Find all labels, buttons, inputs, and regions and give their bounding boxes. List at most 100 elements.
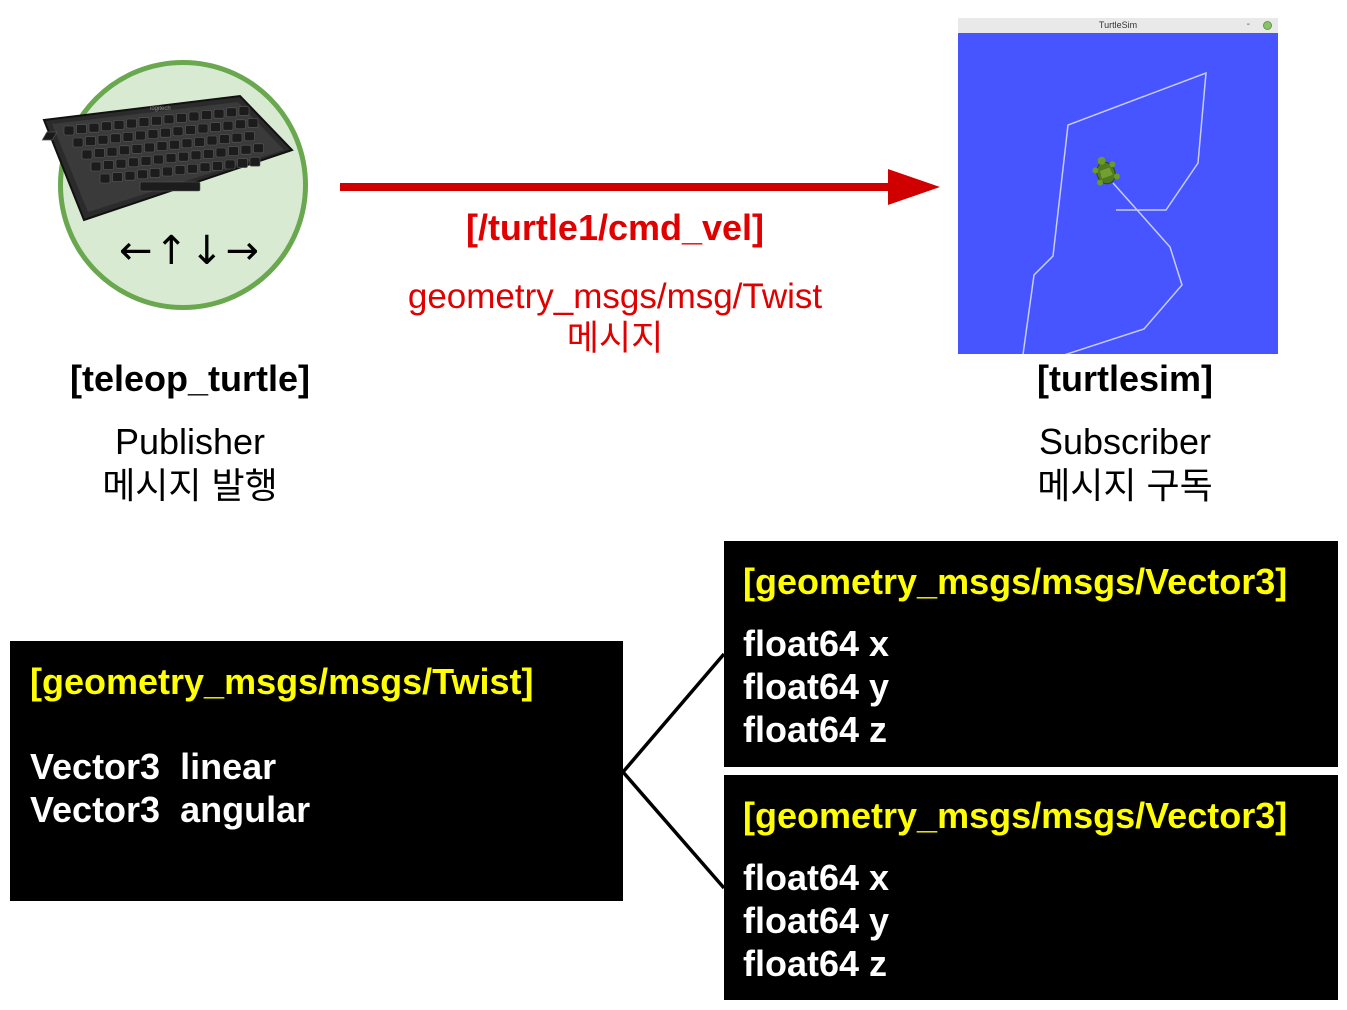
keyboard-key	[222, 120, 234, 131]
turtle-icon	[1092, 156, 1120, 186]
subscriber-role-en: Subscriber	[1038, 421, 1212, 462]
keyboard-key	[85, 136, 96, 146]
keyboard-key	[213, 108, 225, 119]
keyboard-key	[176, 113, 187, 123]
keyboard-key	[238, 106, 250, 116]
keyboard-key	[101, 121, 112, 132]
keyboard-key	[160, 127, 171, 138]
publisher-node-name: [teleop_turtle]	[69, 358, 310, 399]
keyboard-key	[88, 122, 100, 133]
keyboard-key	[163, 114, 175, 125]
keyboard-key	[94, 148, 105, 158]
topic-name: [/turtle1/cmd_vel]	[465, 207, 765, 248]
keyboard-key	[187, 163, 198, 174]
keyboard-key	[165, 153, 177, 163]
keyboard-key	[188, 111, 200, 122]
keyboard-key	[253, 143, 264, 154]
vector3-field-z: float64 z	[743, 709, 888, 750]
topic-arrow	[340, 169, 940, 205]
keyboard-key	[244, 131, 255, 142]
keyboard-key	[81, 149, 93, 160]
keyboard-key	[190, 150, 202, 161]
keyboard-key	[172, 126, 184, 137]
twist-message-title: [geometry_msgs/msgs/Twist]	[30, 661, 534, 702]
vector3-angular-title: [geometry_msgs/msgs/Vector3]	[743, 795, 1288, 836]
keyboard-key	[203, 149, 214, 159]
keyboard-key	[151, 115, 162, 126]
keyboard-key	[138, 117, 150, 127]
keyboard-key	[231, 132, 243, 143]
keyboard-key	[212, 161, 223, 171]
svg-text:logitech: logitech	[150, 106, 171, 112]
turtlesim-window-title: TurtleSim	[1098, 20, 1138, 30]
keyboard-key	[153, 154, 164, 165]
vector3-linear-title: [geometry_msgs/msgs/Vector3]	[743, 561, 1288, 602]
keyboard-key	[76, 124, 87, 134]
keyboard-key	[103, 160, 114, 170]
keyboard-key	[140, 156, 152, 166]
keyboard-key	[247, 118, 259, 128]
vector3-field-y: float64 y	[743, 900, 890, 941]
publisher-role-ko: 메시지 발행	[102, 465, 278, 506]
turtlesim-window[interactable]: TurtleSim -	[958, 18, 1278, 354]
keyboard-key	[201, 110, 212, 120]
keyboard-key	[113, 120, 125, 130]
keyboard-key	[122, 132, 134, 142]
arrow-keys-icon: ←↑↓→	[118, 228, 262, 274]
keyboard-icon: logitech	[41, 94, 294, 222]
twist-message-fields: Vector3 linear Vector3 angular	[30, 745, 623, 831]
keyboard-key	[215, 147, 227, 158]
turtlesim-titlebar[interactable]: TurtleSim -	[958, 18, 1278, 33]
keyboard-key	[235, 119, 246, 130]
keyboard-spacebar	[139, 181, 201, 192]
topic-message-type-ko: 메시지	[566, 319, 664, 358]
turtle-path	[1022, 71, 1207, 354]
keyboard-key	[137, 169, 148, 180]
keyboard-key	[226, 107, 237, 118]
subscriber-role-ko: 메시지 구독	[1037, 465, 1213, 506]
keyboard-key	[115, 158, 127, 169]
vector3-field-z: float64 z	[743, 943, 888, 984]
keyboard-key	[147, 129, 159, 139]
vector3-angular-fields: float64 x float64 y float64 z	[743, 856, 1338, 985]
publisher-role: Publisher 메시지 발행	[40, 420, 340, 508]
keyboard-key	[90, 161, 102, 172]
vector3-field-y: float64 y	[743, 666, 890, 707]
keyboard-key	[249, 156, 261, 167]
minimize-icon[interactable]: -	[1246, 19, 1250, 30]
keyboard-key	[72, 137, 84, 148]
keyboard-key	[206, 135, 218, 146]
vector3-linear-box: [geometry_msgs/msgs/Vector3] float64 x f…	[724, 541, 1338, 767]
keyboard-key	[149, 168, 161, 178]
vector3-field-x: float64 x	[743, 857, 890, 898]
keyboard-key	[110, 133, 121, 144]
keyboard-key	[162, 166, 173, 177]
topic-message-type: geometry_msgs/msg/Twist 메시지	[380, 276, 850, 360]
twist-field-linear: Vector3 linear	[30, 746, 277, 787]
keyboard-key	[126, 118, 137, 129]
keyboard-key	[199, 162, 211, 173]
keyboard-key	[99, 173, 111, 184]
topic-message-type-en: geometry_msgs/msg/Twist	[407, 277, 823, 316]
keyboard-key	[194, 137, 205, 147]
vector3-field-x: float64 x	[743, 623, 890, 664]
keyboard-key	[124, 170, 136, 181]
subscriber-role: Subscriber 메시지 구독	[975, 420, 1275, 508]
close-icon[interactable]	[1263, 21, 1272, 30]
message-connector-lines	[621, 652, 726, 890]
keyboard-key	[240, 144, 252, 155]
keyboard-key	[128, 157, 139, 168]
keyboard-key	[210, 122, 221, 132]
keyboard-key	[237, 158, 248, 168]
turtlesim-canvas	[1022, 71, 1207, 354]
keyboard-key	[144, 142, 155, 153]
publisher-role-en: Publisher	[114, 421, 266, 462]
keyboard-key	[174, 165, 186, 175]
keyboard-key	[224, 159, 236, 170]
vector3-angular-box: [geometry_msgs/msgs/Vector3] float64 x f…	[724, 775, 1338, 1000]
keyboard-key	[169, 139, 180, 150]
keyboard-key	[156, 141, 168, 151]
keyboard-key	[63, 125, 75, 136]
keyboard-key	[178, 151, 189, 162]
keyboard-key	[135, 130, 146, 141]
